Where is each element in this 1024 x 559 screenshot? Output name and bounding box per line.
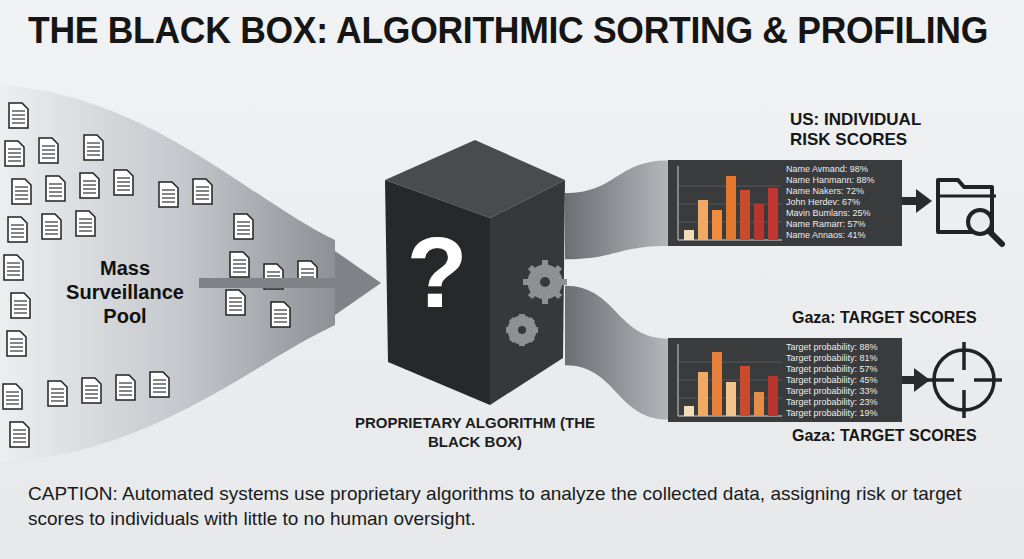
score-row: Target probability: 57%	[786, 364, 878, 375]
node-label: Mass Surveillance Pool	[55, 256, 195, 328]
score-row: Name Annaos: 41%	[786, 230, 866, 241]
chart-panel	[668, 338, 902, 422]
score-row: Mavin Bumlans: 25%	[786, 208, 871, 219]
folder-magnifier-icon	[938, 180, 1002, 244]
score-row: Name Avmand: 98%	[786, 164, 868, 175]
funnel	[0, 85, 335, 462]
title: THE BLACK BOX: ALGORITHMIC SORTING & PRO…	[28, 10, 988, 52]
bar-chart	[678, 344, 782, 416]
score-row: Target probability: 33%	[786, 386, 878, 397]
score-row: John Herdev: 67%	[786, 197, 860, 208]
score-row: Name Hanmann: 88%	[786, 175, 875, 186]
bar-chart	[678, 166, 782, 240]
node-label: Gaza: TARGET SCORES	[792, 308, 977, 327]
score-row: Name Nakers: 72%	[786, 186, 864, 197]
score-row: Target probability: 19%	[786, 408, 878, 419]
score-row: Target probability: 88%	[786, 342, 878, 353]
score-row: Target probability: 81%	[786, 353, 878, 364]
node-label: PROPRIETARY ALGORITHM (THE BLACK BOX)	[355, 414, 595, 452]
black-box: ?PROPRIETARY ALGORITHM (THE BLACK BOX)	[385, 140, 565, 405]
node-label: Gaza: TARGET SCORES	[792, 426, 977, 445]
score-row: Target probability: 45%	[786, 375, 878, 386]
black-box-cube	[385, 140, 567, 405]
score-row: Name Ramarr: 57%	[786, 219, 866, 230]
pool-label: Mass Surveillance Pool	[55, 250, 195, 338]
caption: CAPTION: Automated systems use proprieta…	[28, 482, 1003, 531]
score-row: Target probability: 23%	[786, 397, 878, 408]
risk-score-panel: US: INDIVIDUAL RISK SCORESName Avmand: 9…	[668, 108, 904, 246]
crosshair-icon	[926, 342, 1002, 418]
output-arrow	[902, 189, 932, 392]
node-label: US: INDIVIDUAL RISK SCORES	[790, 110, 940, 151]
target-score-panel: Gaza: TARGET SCORESTarget probability: 8…	[668, 306, 904, 448]
flow-arrow	[199, 251, 381, 315]
document-icons	[3, 103, 317, 447]
question-mark: ?	[399, 222, 475, 322]
flow-band	[565, 160, 668, 259]
flow-band	[565, 286, 668, 420]
chart-panel	[668, 160, 902, 246]
